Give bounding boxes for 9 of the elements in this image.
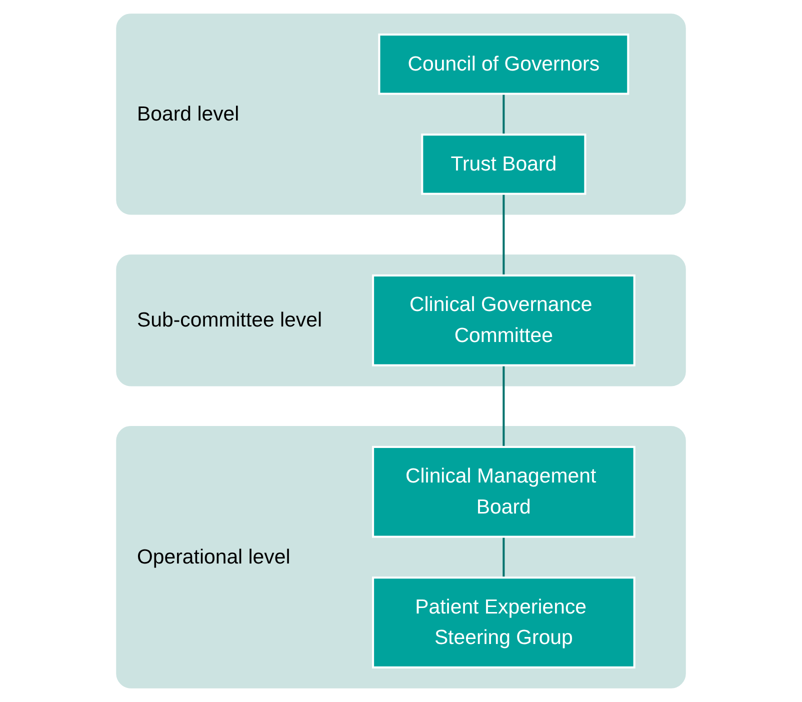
node-box: Clinical Management Board — [372, 446, 636, 538]
connector — [502, 365, 505, 447]
node-box: Trust Board — [421, 134, 586, 195]
connector — [502, 536, 505, 578]
node-box: Clinical Governance Committee — [372, 274, 636, 366]
connector — [502, 194, 505, 276]
node-box: Patient Experience Steering Group — [372, 576, 636, 668]
connector — [502, 94, 505, 135]
node-box: Council of Governors — [378, 34, 630, 95]
